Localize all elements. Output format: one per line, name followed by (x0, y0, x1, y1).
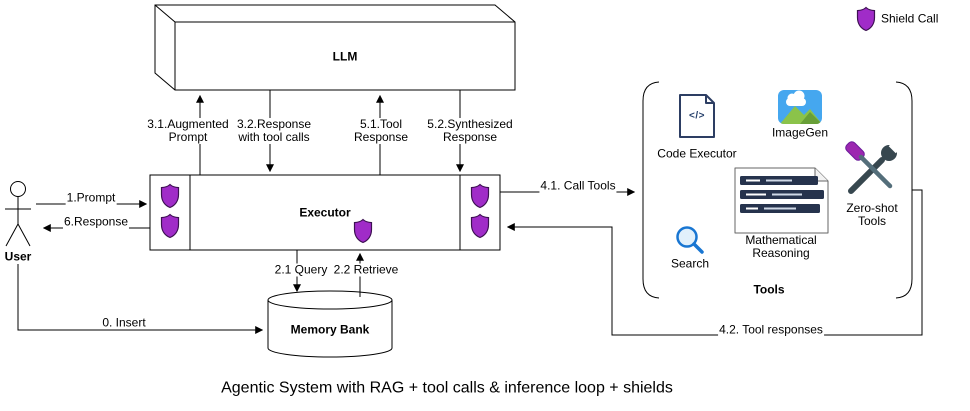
llm-box (154, 4, 516, 91)
shield-icon (160, 183, 180, 209)
edge-prompt-label: 1.Prompt (65, 190, 117, 205)
executor-box (149, 174, 501, 251)
edge-tool-response-label: 5.1.Tool Response (352, 117, 410, 144)
code-glyph: </> (689, 110, 705, 122)
imagegen-icon (778, 90, 822, 124)
code-executor-label: Code Executor (657, 146, 737, 161)
shield-icon (470, 183, 490, 209)
edge-response-tool-calls-label: 3.2.Response with tool calls (235, 117, 313, 144)
shield-icon (160, 213, 180, 239)
code-executor-icon (679, 94, 715, 138)
shield-icon (470, 213, 490, 239)
search-icon (676, 226, 704, 254)
tools-group-label: Tools (753, 282, 785, 297)
edge-response-label: 6.Response (62, 214, 130, 229)
shield-icon (353, 218, 373, 244)
edge-retrieve-label: 2.2 Retrieve (332, 262, 400, 277)
tools-left-bracket (642, 81, 660, 299)
edge-tool-responses-label: 4.2. Tool responses (718, 322, 824, 337)
shield-call-legend-icon (856, 6, 876, 32)
edge-query-label: 2.1 Query (273, 262, 329, 277)
shield-call-legend-label: Shield Call (881, 11, 939, 26)
memory-bank-label: Memory Bank (290, 322, 370, 337)
memory-bank-cylinder (267, 290, 393, 358)
edge-insert (17, 264, 264, 334)
zero-shot-tools-label: Zero-shot Tools (846, 201, 898, 228)
edge-call-tools-label: 4.1. Call Tools (539, 178, 617, 193)
math-formula-lines (740, 176, 824, 213)
search-label: Search (670, 256, 710, 271)
tools-right-bracket (895, 81, 913, 299)
edge-synthesized-response-label: 5.2.Synthesized Response (426, 117, 514, 144)
executor-label: Executor (299, 205, 351, 220)
math-reasoning-icon (734, 167, 829, 234)
llm-label: LLM (332, 49, 358, 64)
user-figure (5, 181, 31, 247)
user-label: User (4, 249, 32, 264)
edge-augmented-prompt-label: 3.1.Augmented Prompt (146, 117, 230, 144)
diagram-title: Agentic System with RAG + tool calls & i… (221, 379, 673, 397)
edge-insert-label: 0. Insert (101, 315, 147, 330)
math-reasoning-label: Mathematical Reasoning (745, 233, 817, 260)
zero-shot-tools-icon (845, 141, 901, 194)
imagegen-label: ImageGen (771, 125, 829, 140)
